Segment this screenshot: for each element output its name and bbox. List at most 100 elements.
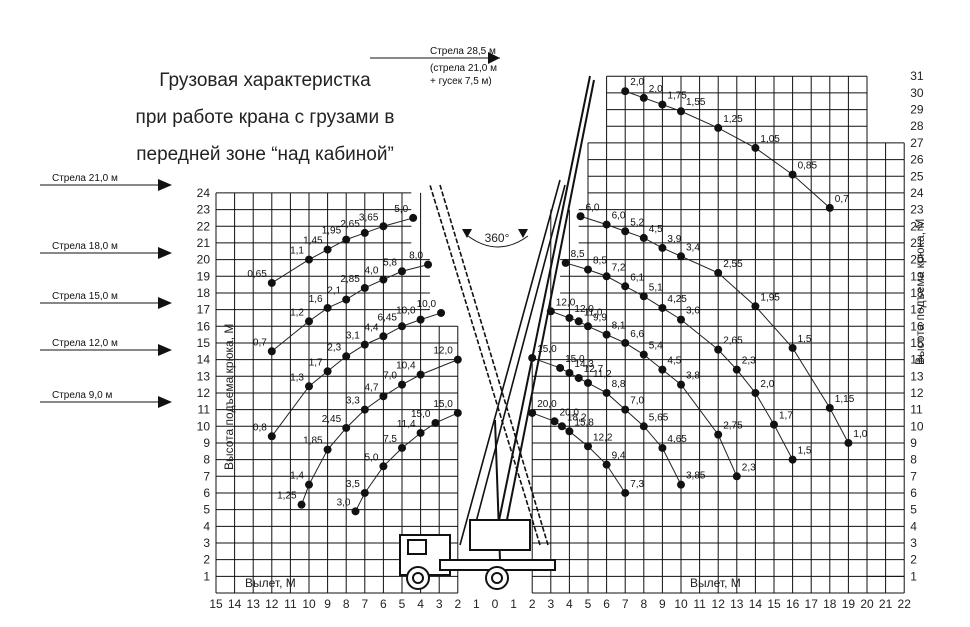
load-label: 10,0 xyxy=(417,299,437,310)
load-label: 2,0 xyxy=(760,379,774,390)
data-point xyxy=(825,403,834,412)
data-point xyxy=(677,380,685,389)
x-tick: 7 xyxy=(361,597,368,611)
data-point xyxy=(677,480,685,489)
boom-label: Стрела 12,0 м xyxy=(52,338,118,349)
load-label: 3,6 xyxy=(686,306,700,317)
x-tick: 14 xyxy=(228,597,242,611)
load-label: 8,8 xyxy=(612,379,626,390)
y-tick: 31 xyxy=(910,69,924,83)
top-boom-label: Стрела 28,5 м xyxy=(430,46,496,57)
y-tick: 23 xyxy=(197,203,211,217)
data-point xyxy=(639,350,648,359)
data-point xyxy=(621,338,630,347)
data-point xyxy=(398,443,406,452)
data-point xyxy=(398,322,406,331)
load-label: 1,5 xyxy=(798,446,812,457)
load-label: 1,1 xyxy=(290,246,304,257)
load-label: 2,0 xyxy=(649,84,663,95)
load-label: 11,2 xyxy=(593,369,612,380)
data-point xyxy=(770,420,778,429)
x-tick: 7 xyxy=(622,597,629,611)
load-label: 5,2 xyxy=(630,217,644,228)
x-tick: 3 xyxy=(547,597,554,611)
x-tick: 1 xyxy=(510,597,517,611)
title-line-1: Грузовая характеристка xyxy=(159,70,371,91)
load-label: 4,7 xyxy=(364,382,378,393)
data-point xyxy=(409,213,418,222)
y-tick: 4 xyxy=(203,519,210,533)
load-label: 12,7 xyxy=(584,364,604,375)
x-tick: 20 xyxy=(860,597,874,611)
load-label: 7,5 xyxy=(383,434,397,445)
data-point xyxy=(305,255,313,264)
data-point xyxy=(574,317,583,326)
y-tick: 9 xyxy=(910,436,917,450)
load-label: 8,5 xyxy=(571,249,585,260)
data-point xyxy=(379,222,388,231)
load-label: 1,0 xyxy=(853,429,867,440)
data-point xyxy=(584,378,592,387)
data-point xyxy=(379,462,388,471)
x-tick: 21 xyxy=(879,597,893,611)
y-tick: 21 xyxy=(197,236,211,250)
load-label: 1,2 xyxy=(290,307,304,318)
y-tick: 13 xyxy=(197,369,211,383)
data-point xyxy=(528,408,537,417)
x-tick: 15 xyxy=(209,597,223,611)
data-point xyxy=(677,315,685,324)
x-tick: 2 xyxy=(529,597,536,611)
y-tick: 14 xyxy=(197,353,211,367)
load-curve xyxy=(301,359,458,505)
y-tick: 11 xyxy=(198,403,211,417)
load-label: 2,3 xyxy=(327,342,341,353)
load-label: 6,6 xyxy=(630,329,644,340)
load-label: 1,25 xyxy=(723,114,743,125)
x-tick: 9 xyxy=(324,597,331,611)
data-point xyxy=(602,220,611,229)
data-point xyxy=(379,332,388,341)
y-tick: 2 xyxy=(910,553,917,567)
load-label: 4,5 xyxy=(649,224,663,235)
load-label: 2,85 xyxy=(340,274,360,285)
x-tick: 12 xyxy=(712,597,726,611)
x-axis-label-right: Вылет, М xyxy=(690,576,741,590)
load-label: 15,8 xyxy=(574,417,594,428)
load-label: 2,45 xyxy=(322,414,342,425)
y-tick: 30 xyxy=(910,86,924,100)
data-point xyxy=(565,368,574,377)
load-label: 10,4 xyxy=(396,361,416,372)
x-tick: 22 xyxy=(898,597,912,611)
data-point xyxy=(621,87,630,96)
y-tick: 26 xyxy=(910,153,924,167)
data-point xyxy=(416,428,425,437)
load-label: 15,0 xyxy=(411,409,431,420)
x-tick: 13 xyxy=(247,597,261,611)
y-tick: 14 xyxy=(910,353,924,367)
data-point xyxy=(342,423,351,432)
data-point xyxy=(424,260,433,269)
data-point xyxy=(550,417,559,426)
load-label: 2,75 xyxy=(723,421,743,432)
y-tick: 24 xyxy=(197,186,211,200)
load-label: 3,1 xyxy=(346,331,360,342)
y-tick: 12 xyxy=(910,386,924,400)
title-line-2: при работе крана с грузами в xyxy=(135,107,395,128)
arrow-head-icon xyxy=(158,247,172,259)
arrow-head-icon xyxy=(158,297,172,309)
top-boom-sub2: + гусек 7,5 м) xyxy=(430,76,492,87)
load-label: 1,05 xyxy=(760,134,780,145)
x-tick: 10 xyxy=(674,597,688,611)
y-tick: 1 xyxy=(203,569,210,583)
load-label: 3,65 xyxy=(359,212,379,223)
x-tick: 4 xyxy=(417,597,424,611)
y-tick: 28 xyxy=(910,119,924,133)
data-point xyxy=(677,252,685,261)
load-label: 2,3 xyxy=(742,462,756,473)
load-label: 18,2 xyxy=(567,412,587,423)
x-tick: 8 xyxy=(640,597,647,611)
data-point xyxy=(342,352,351,361)
load-label: 1,7 xyxy=(309,357,323,368)
data-point xyxy=(342,235,351,244)
load-label: 11,4 xyxy=(397,419,416,430)
